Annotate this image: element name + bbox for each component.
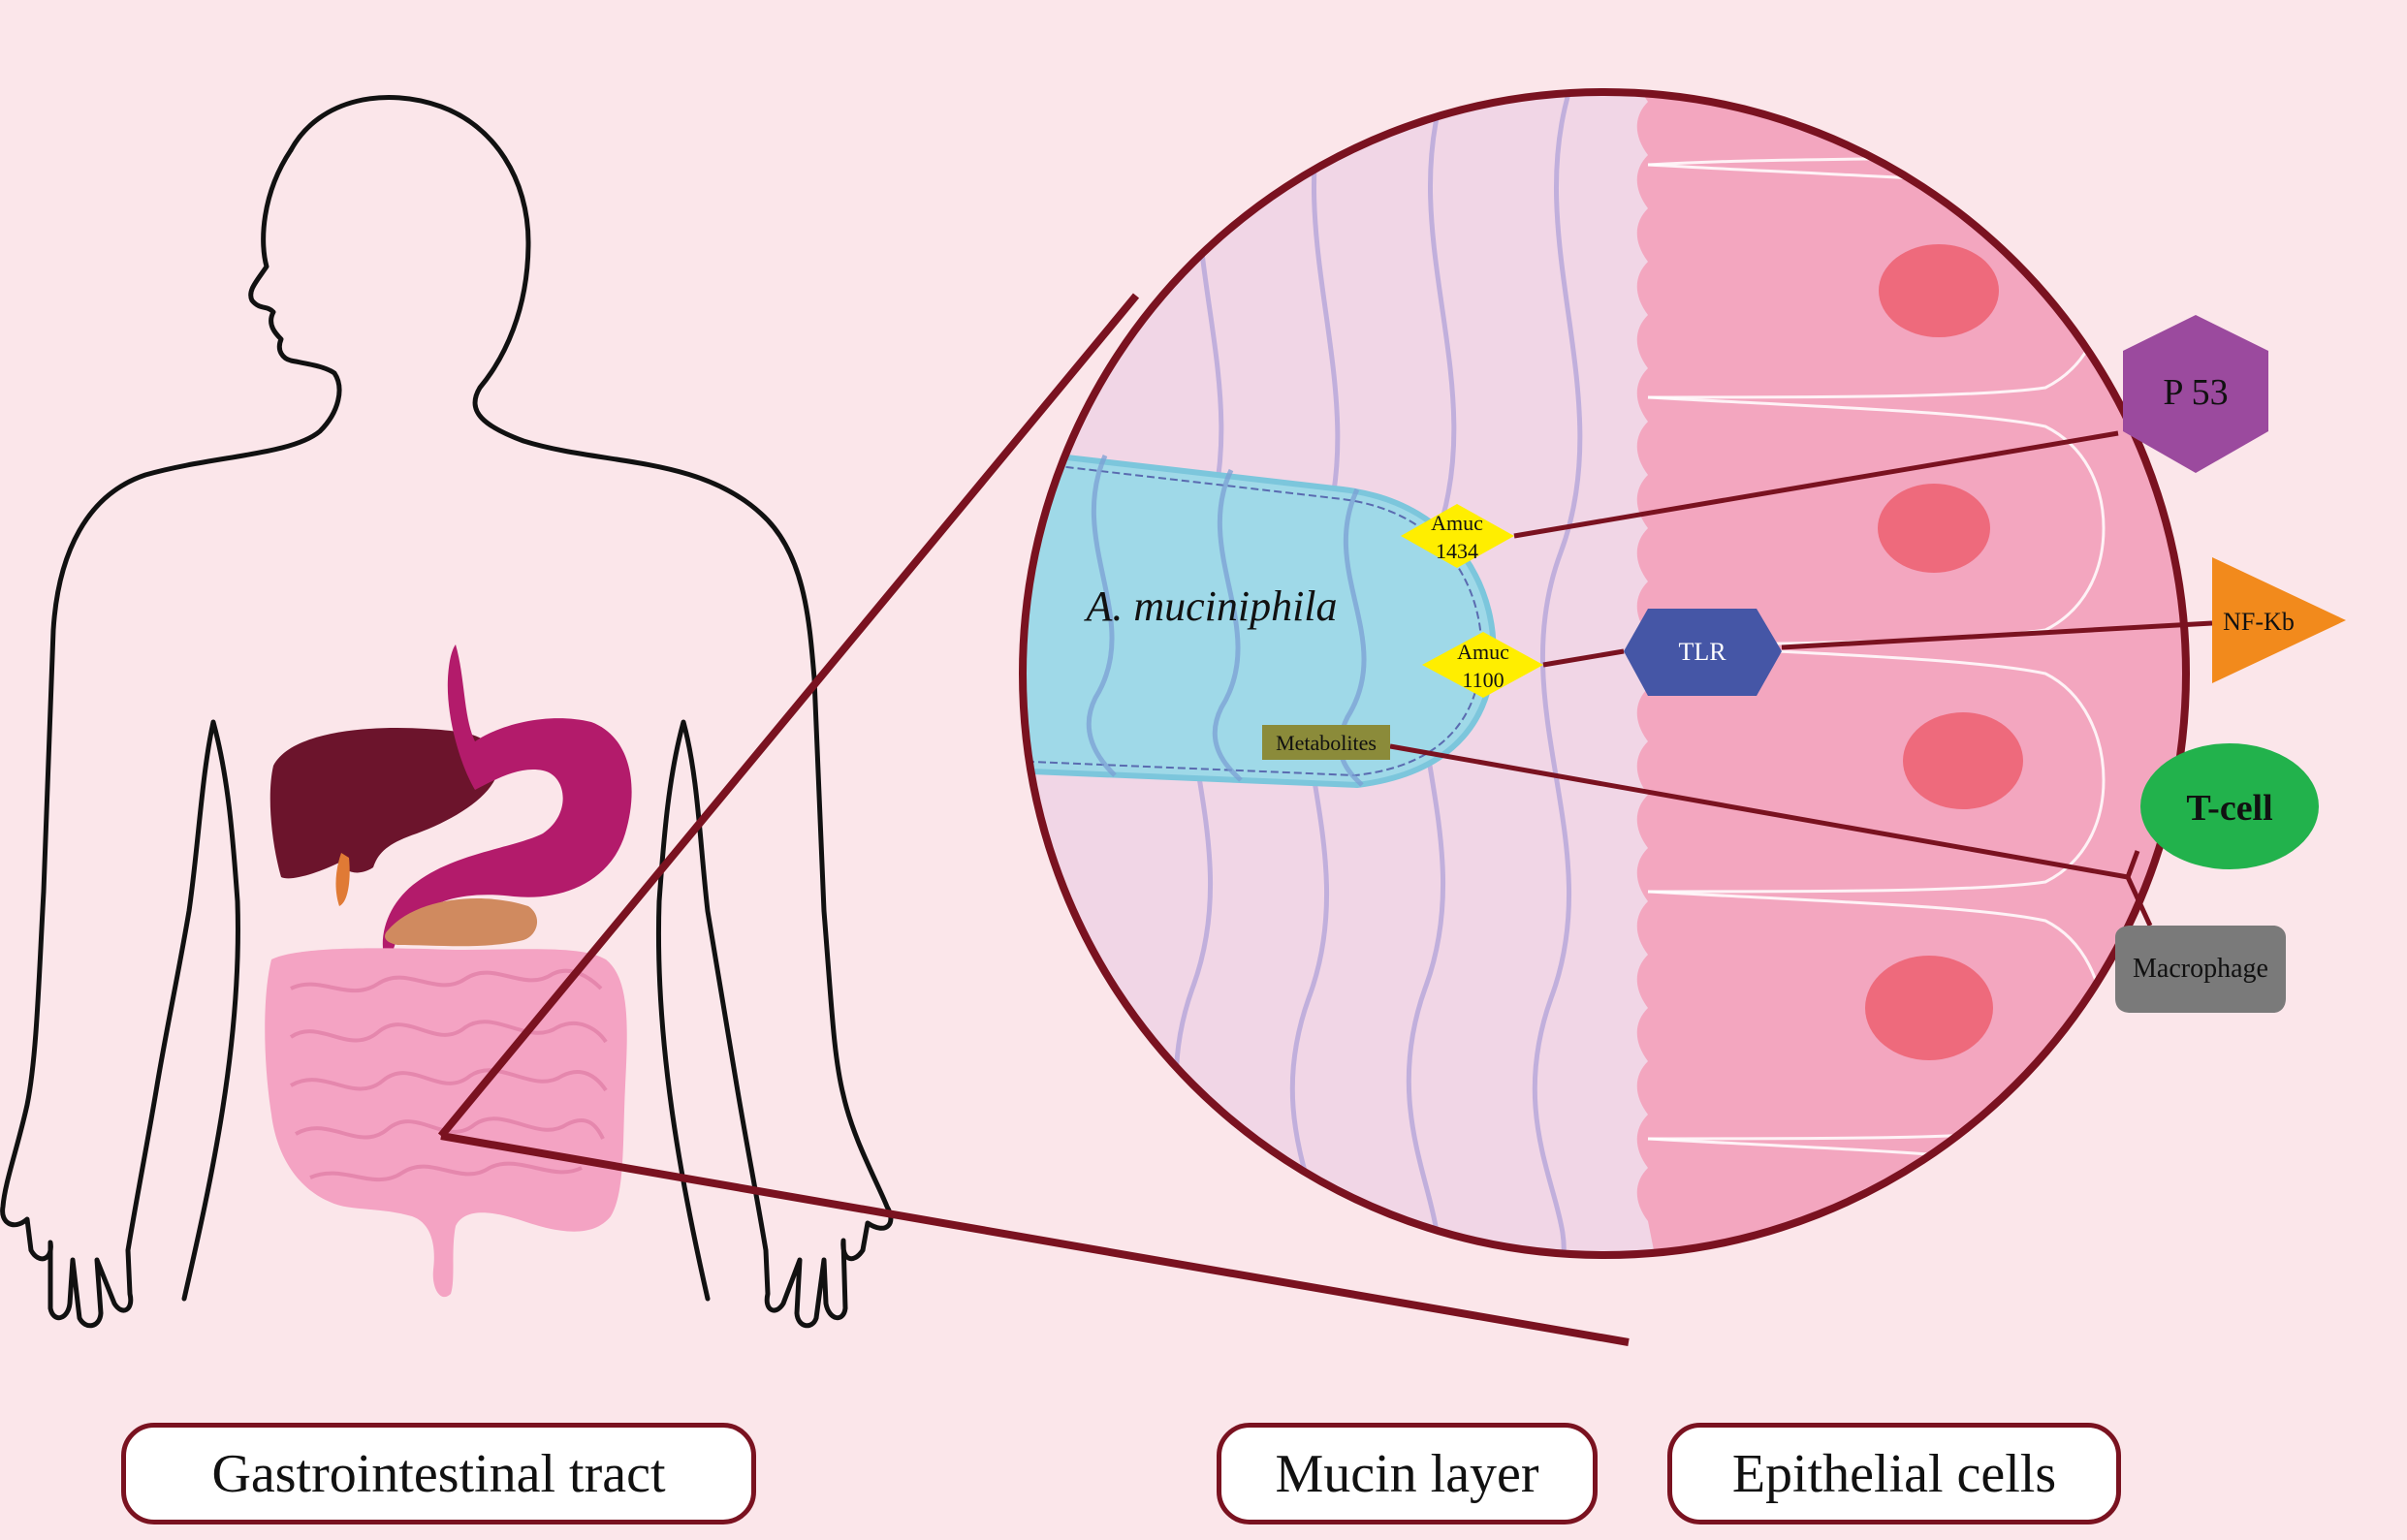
tlr-hexagon: TLR bbox=[1624, 609, 1782, 696]
tcell-ellipse: T-cell bbox=[2140, 743, 2319, 869]
amuc1100-molecule: Amuc 1100 bbox=[1422, 632, 1543, 698]
liver-icon bbox=[269, 727, 499, 906]
p53-hexagon: P 53 bbox=[2123, 315, 2268, 473]
nfkb-label: NF-Kb bbox=[2223, 608, 2295, 636]
macrophage-box: Macrophage bbox=[2115, 926, 2286, 1013]
metabolites-label: Metabolites bbox=[1276, 731, 1377, 755]
stomach-icon bbox=[382, 644, 632, 974]
gastrointestinal-tract-label: Gastrointestinal tract bbox=[121, 1423, 756, 1524]
pathway-connections bbox=[1389, 430, 2213, 927]
intestine-icon bbox=[265, 948, 627, 1298]
epithelial-cells-label: Epithelial cells bbox=[1667, 1423, 2121, 1524]
amuc1100-label-line2: 1100 bbox=[1462, 668, 1504, 692]
p53-label: P 53 bbox=[2163, 372, 2228, 413]
magnification-lines bbox=[437, 293, 1630, 1346]
mucin-layer-label: Mucin layer bbox=[1217, 1423, 1598, 1524]
nfkb-triangle: NF-Kb bbox=[2212, 557, 2346, 683]
amuc1434-molecule: Amuc 1434 bbox=[1401, 504, 1514, 568]
tlr-label: TLR bbox=[1678, 638, 1726, 666]
bacterium-cell bbox=[1023, 447, 1497, 789]
amuc1100-label-line1: Amuc bbox=[1457, 640, 1509, 664]
human-body-outline-icon bbox=[0, 95, 894, 1329]
magnified-view bbox=[1023, 92, 2186, 1255]
amuc1434-label-line1: Amuc bbox=[1431, 511, 1483, 535]
tcell-label: T-cell bbox=[2186, 788, 2272, 829]
bacterium-name: A. muciniphila bbox=[1083, 582, 1337, 630]
pancreas-icon bbox=[385, 898, 538, 947]
magnified-circle-border bbox=[1019, 88, 2190, 1259]
amuc1434-label-line2: 1434 bbox=[1436, 539, 1478, 563]
epithelium-region bbox=[1636, 92, 2186, 1255]
metabolites-box: Metabolites bbox=[1262, 725, 1390, 760]
macrophage-label: Macrophage bbox=[2133, 954, 2268, 984]
